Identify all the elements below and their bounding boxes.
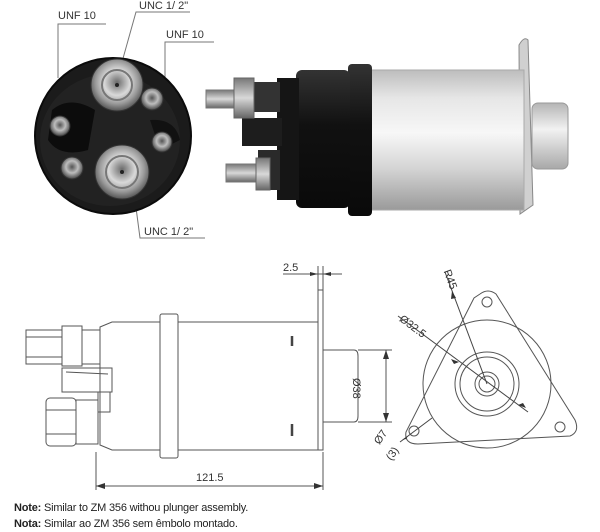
terminal-small-right	[151, 131, 173, 153]
note-portuguese: Nota: Similar ao ZM 356 sem êmbolo monta…	[14, 518, 238, 530]
end-view-dimension-lines	[397, 271, 529, 443]
note-english-label: Note:	[14, 502, 42, 514]
dimension-plunger-diameter: Ø38	[350, 378, 362, 399]
terminal-small-right-top	[140, 87, 164, 111]
callout-unf10-right: UNF 10	[166, 29, 204, 41]
terminal-small-left	[49, 115, 71, 137]
note-portuguese-label: Nota:	[14, 518, 42, 530]
terminal-small-bottom-left	[60, 156, 84, 180]
note-english-text: Similar to ZM 356 withou plunger assembl…	[41, 502, 249, 514]
note-english: Note: Similar to ZM 356 withou plunger a…	[14, 502, 248, 514]
callout-leaders	[57, 11, 214, 239]
callout-unf10-left: UNF 10	[58, 10, 96, 22]
terminal-nut-top-large	[90, 58, 144, 112]
end-view-drawing	[405, 290, 578, 449]
dimension-flange-thickness: 2.5	[283, 262, 299, 274]
side-view-drawing	[25, 289, 359, 459]
note-portuguese-text: Similar ao ZM 356 sem êmbolo montado.	[41, 518, 238, 530]
callout-unc12-bottom: UNC 1/ 2"	[144, 226, 194, 238]
solenoid-side-photo	[205, 38, 569, 216]
terminal-nut-bottom-large	[94, 144, 150, 200]
dimension-overall-length: 121.5	[196, 472, 224, 484]
callout-unc12-top: UNC 1/ 2"	[139, 0, 189, 12]
side-view-dimension-lines	[95, 266, 392, 490]
